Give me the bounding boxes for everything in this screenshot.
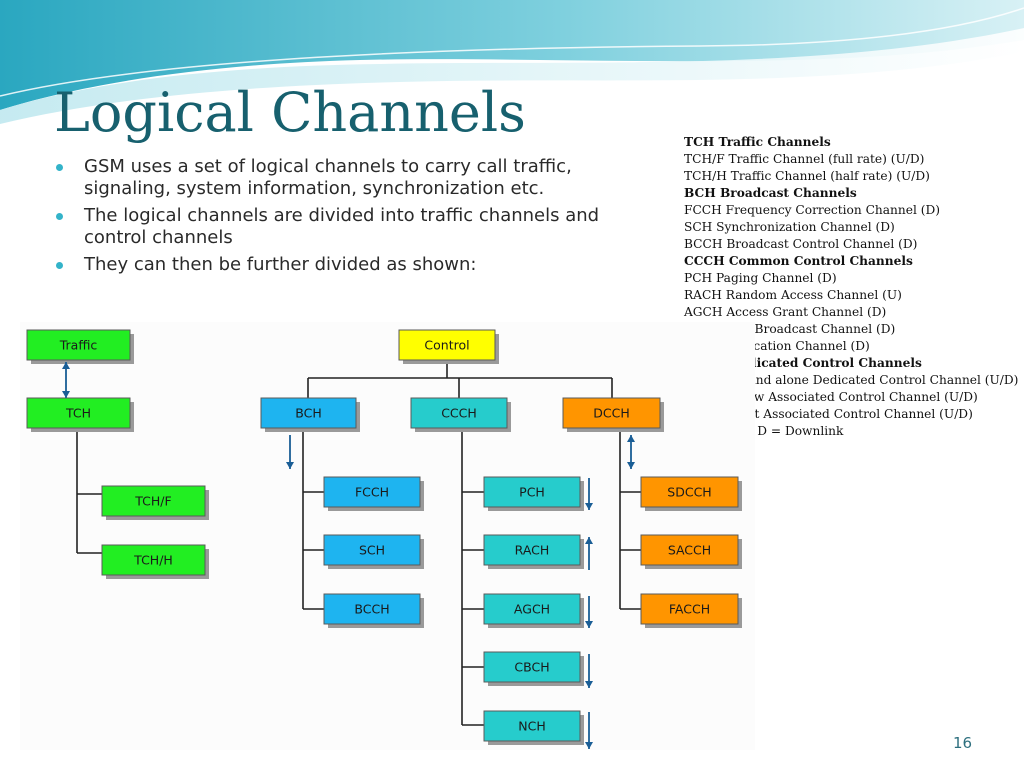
page-number: 16 [953,734,973,752]
legend-line: PCH Paging Channel (D) [684,271,837,285]
bcch-box-label: BCCH [354,602,389,617]
tch-box-label: TCH [65,406,91,421]
bcch-box: BCCH [323,593,424,628]
traffic-box-fill [26,329,131,361]
dcch-arrowhead-down-icon [627,462,635,469]
agch-arrowhead-down-icon [585,621,593,628]
tch-f-box: TCH/F [101,485,209,520]
nch-arrowhead-down-icon [585,742,593,749]
traffic-box-label: Traffic [59,338,98,353]
dcch-box-label: DCCH [593,406,629,421]
facch-box: FACCH [640,593,742,628]
bcch-box-fill [323,593,421,625]
bch-box-label: BCH [295,406,321,421]
bch-box-fill [260,397,357,429]
fcch-box: FCCH [323,476,424,511]
rach-box: RACH [483,534,584,569]
ccch-box-label: CCCH [441,406,477,421]
agch-box-label: AGCH [514,602,550,617]
legend-line: CCCH Common Control Channels [684,254,913,268]
tch-h-box-fill [101,544,206,576]
legend-line: TCH/F Traffic Channel (full rate) (U/D) [684,152,925,166]
control-box: Control [398,329,499,364]
nch-box-fill [483,710,581,742]
sacch-box-fill [640,534,739,566]
legend-line: BCH Broadcast Channels [684,186,857,200]
bullet-dot-icon [56,213,63,220]
pch-box: PCH [483,476,584,511]
legend-line: AGCH Access Grant Channel (D) [684,305,887,319]
rach-box-fill [483,534,581,566]
sdcch-box: SDCCH [640,476,742,511]
legend-line: SCH Synchronization Channel (D) [684,220,895,234]
bullet-dot-icon [56,262,63,269]
control-box-fill [398,329,496,361]
bullet-text: They can then be further divided as show… [84,254,477,275]
facch-box-label: FACCH [669,602,710,617]
rach-arrowhead-up-icon [585,537,593,544]
bullet-item: They can then be further divided as show… [56,254,656,276]
sacch-box-label: SACCH [668,543,711,558]
legend-line: FCCH Frequency Correction Channel (D) [684,203,941,217]
nch-box: NCH [483,710,584,745]
dcch-arrowhead-up-icon [627,435,635,442]
sdcch-box-label: SDCCH [667,485,711,500]
cbch-box: CBCH [483,651,584,686]
legend-line: TCH Traffic Channels [684,135,831,149]
sch-box: SCH [323,534,424,569]
rach-box-label: RACH [515,543,550,558]
fcch-box-fill [323,476,421,508]
pch-arrowhead-down-icon [585,503,593,510]
header-wave-decoration [0,0,1024,124]
slide-title: Logical Channels [54,81,526,144]
legend-line: FACCH Fast Associated Control Channel (U… [684,407,973,421]
control-box-label: Control [424,338,469,353]
legend-line: SDCCH Stand alone Dedicated Control Chan… [684,373,1019,387]
cbch-box-fill [483,651,581,683]
dcch-box-fill [562,397,661,429]
bullet-list: GSM uses a set of logical channels to ca… [56,156,656,281]
agch-box-fill [483,593,581,625]
pch-box-fill [483,476,581,508]
tch-box: TCH [26,397,134,432]
legend-line: TCH/H Traffic Channel (half rate) (U/D) [684,169,930,183]
nch-box-label: NCH [518,719,545,734]
tch-h-box: TCH/H [101,544,209,579]
legend-line: SACCH Slow Associated Control Channel (U… [684,390,978,404]
pch-box-label: PCH [519,485,545,500]
fcch-box-label: FCCH [355,485,389,500]
dcch-box: DCCH [562,397,664,432]
bullet-text: GSM uses a set of logical channels to ca… [84,156,572,199]
legend-line: RACH Random Access Channel (U) [684,288,902,302]
sch-box-label: SCH [359,543,385,558]
bullet-text: The logical channels are divided into tr… [84,205,600,248]
tch-h-box-label: TCH/H [133,553,173,568]
bch-arrowhead-down-icon [286,462,294,469]
traffic-tch-arrowhead-down-icon [62,391,70,398]
cbch-arrowhead-down-icon [585,681,593,688]
traffic-tch-arrowhead-up-icon [62,362,70,369]
bullet-item: The logical channels are divided into tr… [56,205,656,249]
bch-box: BCH [260,397,360,432]
cbch-box-label: CBCH [514,660,549,675]
tch-box-fill [26,397,131,429]
bullet-dot-icon [56,164,63,171]
sacch-box: SACCH [640,534,742,569]
ccch-box-fill [410,397,508,429]
ccch-box: CCCH [410,397,511,432]
facch-box-fill [640,593,739,625]
agch-box: AGCH [483,593,584,628]
legend-line: BCCH Broadcast Control Channel (D) [684,237,918,251]
traffic-box: Traffic [26,329,134,364]
sdcch-box-fill [640,476,739,508]
tch-f-box-label: TCH/F [134,494,171,509]
bullet-item: GSM uses a set of logical channels to ca… [56,156,656,200]
tch-f-box-fill [101,485,206,517]
sch-box-fill [323,534,421,566]
